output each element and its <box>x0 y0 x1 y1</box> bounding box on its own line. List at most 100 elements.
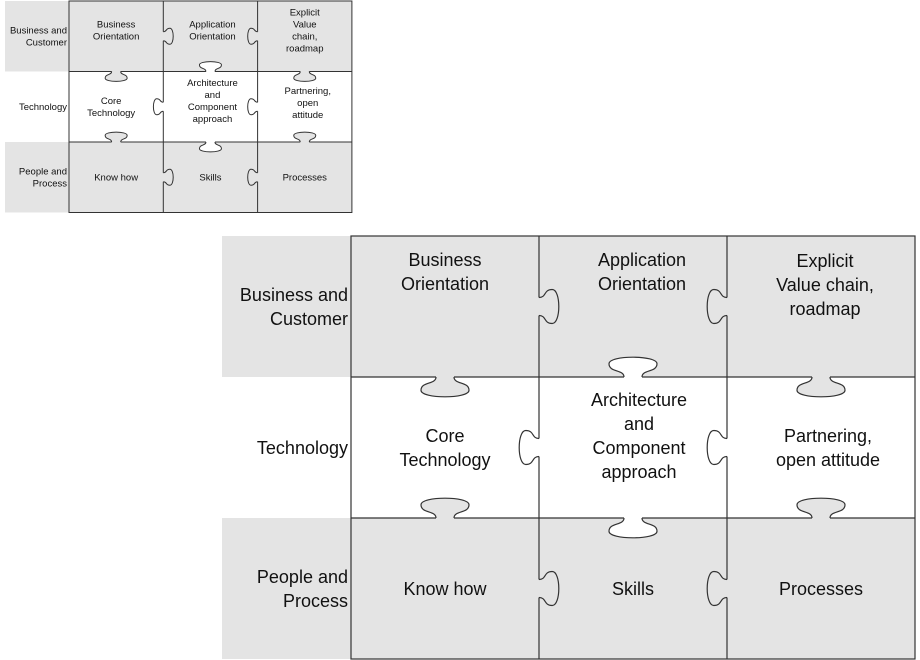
large-cell-text-1-1-line-0: Architecture <box>591 390 687 410</box>
large-cell-2-2 <box>727 518 915 659</box>
small-cell-text-1-1-line-2: Component <box>188 102 237 113</box>
small-puzzle-tab-horizontal-1 <box>198 61 222 72</box>
small-cell-text-0-2-line-1: Value <box>293 20 317 31</box>
large-puzzle-tab-horizontal-4 <box>608 517 658 539</box>
small-row-label-0-line-1: Customer <box>26 38 67 49</box>
small-puzzle-tab-vertical-0 <box>163 27 174 45</box>
small-cell-2-1 <box>163 142 258 213</box>
small-puzzle-tab-vertical-4 <box>163 168 174 186</box>
large-puzzle-tab-vertical-0 <box>538 288 560 325</box>
small-cell-text-2-2: Processes <box>283 173 328 184</box>
small-puzzle-tab-horizontal-3 <box>104 131 128 143</box>
small-puzzle-tab-horizontal-5 <box>293 131 317 143</box>
small-cell-text-0-0-line-0: Business <box>97 20 136 31</box>
small-cell-text-0-2-line-3: roadmap <box>286 44 324 55</box>
large-cell-1-0 <box>351 377 539 518</box>
large-cell-2-0 <box>351 518 539 659</box>
large-row-label-band-2 <box>222 518 351 659</box>
large-puzzle-tab-vertical-1 <box>706 288 728 325</box>
large-cell-text-1-0-line-1: Technology <box>399 450 490 470</box>
small-cell-0-0 <box>69 1 164 72</box>
small-row-label-band-0 <box>5 1 69 72</box>
small-puzzle-tab-horizontal-0 <box>104 71 128 82</box>
large-puzzle-tab-horizontal-0 <box>420 376 470 398</box>
large-cell-text-2-0-line-0: Know how <box>403 579 487 599</box>
small-cell-1-2 <box>257 71 352 142</box>
large-cell-text-0-2-line-2: roadmap <box>789 299 860 319</box>
large-row-label-1-line-0: Technology <box>257 438 348 458</box>
large-puzzle-tab-horizontal-5 <box>796 497 846 519</box>
large-cell-text-2-0: Know how <box>403 579 487 599</box>
small-cell-1-1 <box>163 71 258 142</box>
small-cell-2-2 <box>257 142 352 213</box>
large-cell-text-1-2-line-0: Partnering, <box>784 426 872 446</box>
large-cell-text-2-1: Skills <box>612 579 654 599</box>
large-cell-2-1 <box>539 518 727 659</box>
small-row-label-2-line-1: Process <box>33 179 68 190</box>
large-cell-text-2-1-line-0: Skills <box>612 579 654 599</box>
small-cell-0-2 <box>257 1 352 72</box>
small-cell-text-2-0-line-0: Know how <box>94 173 138 184</box>
small-cell-2-0 <box>69 142 164 213</box>
large-cell-text-0-1-line-1: Orientation <box>598 274 686 294</box>
large-row-label-2-line-0: People and <box>257 567 348 587</box>
small-cell-text-1-1-line-0: Architecture <box>187 78 238 89</box>
large-puzzle-tab-vertical-3 <box>706 429 728 466</box>
small-row-label-0-line-0: Business and <box>10 26 67 37</box>
large-cell-0-0 <box>351 236 539 377</box>
small-row-label-2-line-0: People and <box>19 167 67 178</box>
small-cell-text-1-2-line-0: Partnering, <box>285 86 331 97</box>
small-puzzle-tab-vertical-5 <box>247 168 258 186</box>
large-cell-text-1-2: Partnering,open attitude <box>776 426 880 470</box>
small-row-label-1: Technology <box>19 102 67 113</box>
small-grid-border <box>68 0 353 213</box>
large-cell-0-1 <box>539 236 727 377</box>
large-cell-text-1-0-line-0: Core <box>425 426 464 446</box>
large-cell-text-0-0-line-1: Orientation <box>401 274 489 294</box>
large-cell-text-0-2-line-0: Explicit <box>796 251 853 271</box>
large-cell-text-0-0-line-0: Business <box>408 250 481 270</box>
large-cell-text-1-1-line-3: approach <box>601 462 676 482</box>
small-cell-text-1-2-line-2: attitude <box>292 110 323 121</box>
large-row-label-0-line-1: Customer <box>270 309 348 329</box>
large-cell-0-2 <box>727 236 915 377</box>
small-cell-text-2-1-line-0: Skills <box>199 173 221 184</box>
small-row-label-band-2 <box>5 142 69 213</box>
large-puzzle-tab-vertical-2 <box>518 429 540 466</box>
small-puzzle-tab-horizontal-2 <box>293 71 317 82</box>
large-puzzle-tab-vertical-5 <box>706 570 728 607</box>
small-cell-text-2-0: Know how <box>94 173 138 184</box>
large-cell-text-2-2: Processes <box>779 579 863 599</box>
large-cell-text-1-1-line-2: Component <box>592 438 685 458</box>
small-cell-text-1-1-line-1: and <box>205 90 221 101</box>
large-puzzle-tab-vertical-4 <box>538 570 560 607</box>
small-cell-text-0-0-line-1: Orientation <box>93 32 139 43</box>
small-cell-0-1 <box>163 1 258 72</box>
small-cell-text-0-2-line-2: chain, <box>292 32 317 43</box>
large-row-label-0-line-0: Business and <box>240 285 348 305</box>
small-cell-text-0-1-line-0: Application <box>189 20 235 31</box>
small-cell-1-0 <box>69 71 164 142</box>
small-cell-text-0-1-line-1: Orientation <box>189 32 235 43</box>
small-puzzle-tab-vertical-1 <box>247 27 258 45</box>
large-row-label-band-0 <box>222 236 351 377</box>
large-cell-text-0-1-line-0: Application <box>598 250 686 270</box>
small-cell-text-2-2-line-0: Processes <box>283 173 328 184</box>
small-puzzle-tab-vertical-3 <box>247 98 258 116</box>
